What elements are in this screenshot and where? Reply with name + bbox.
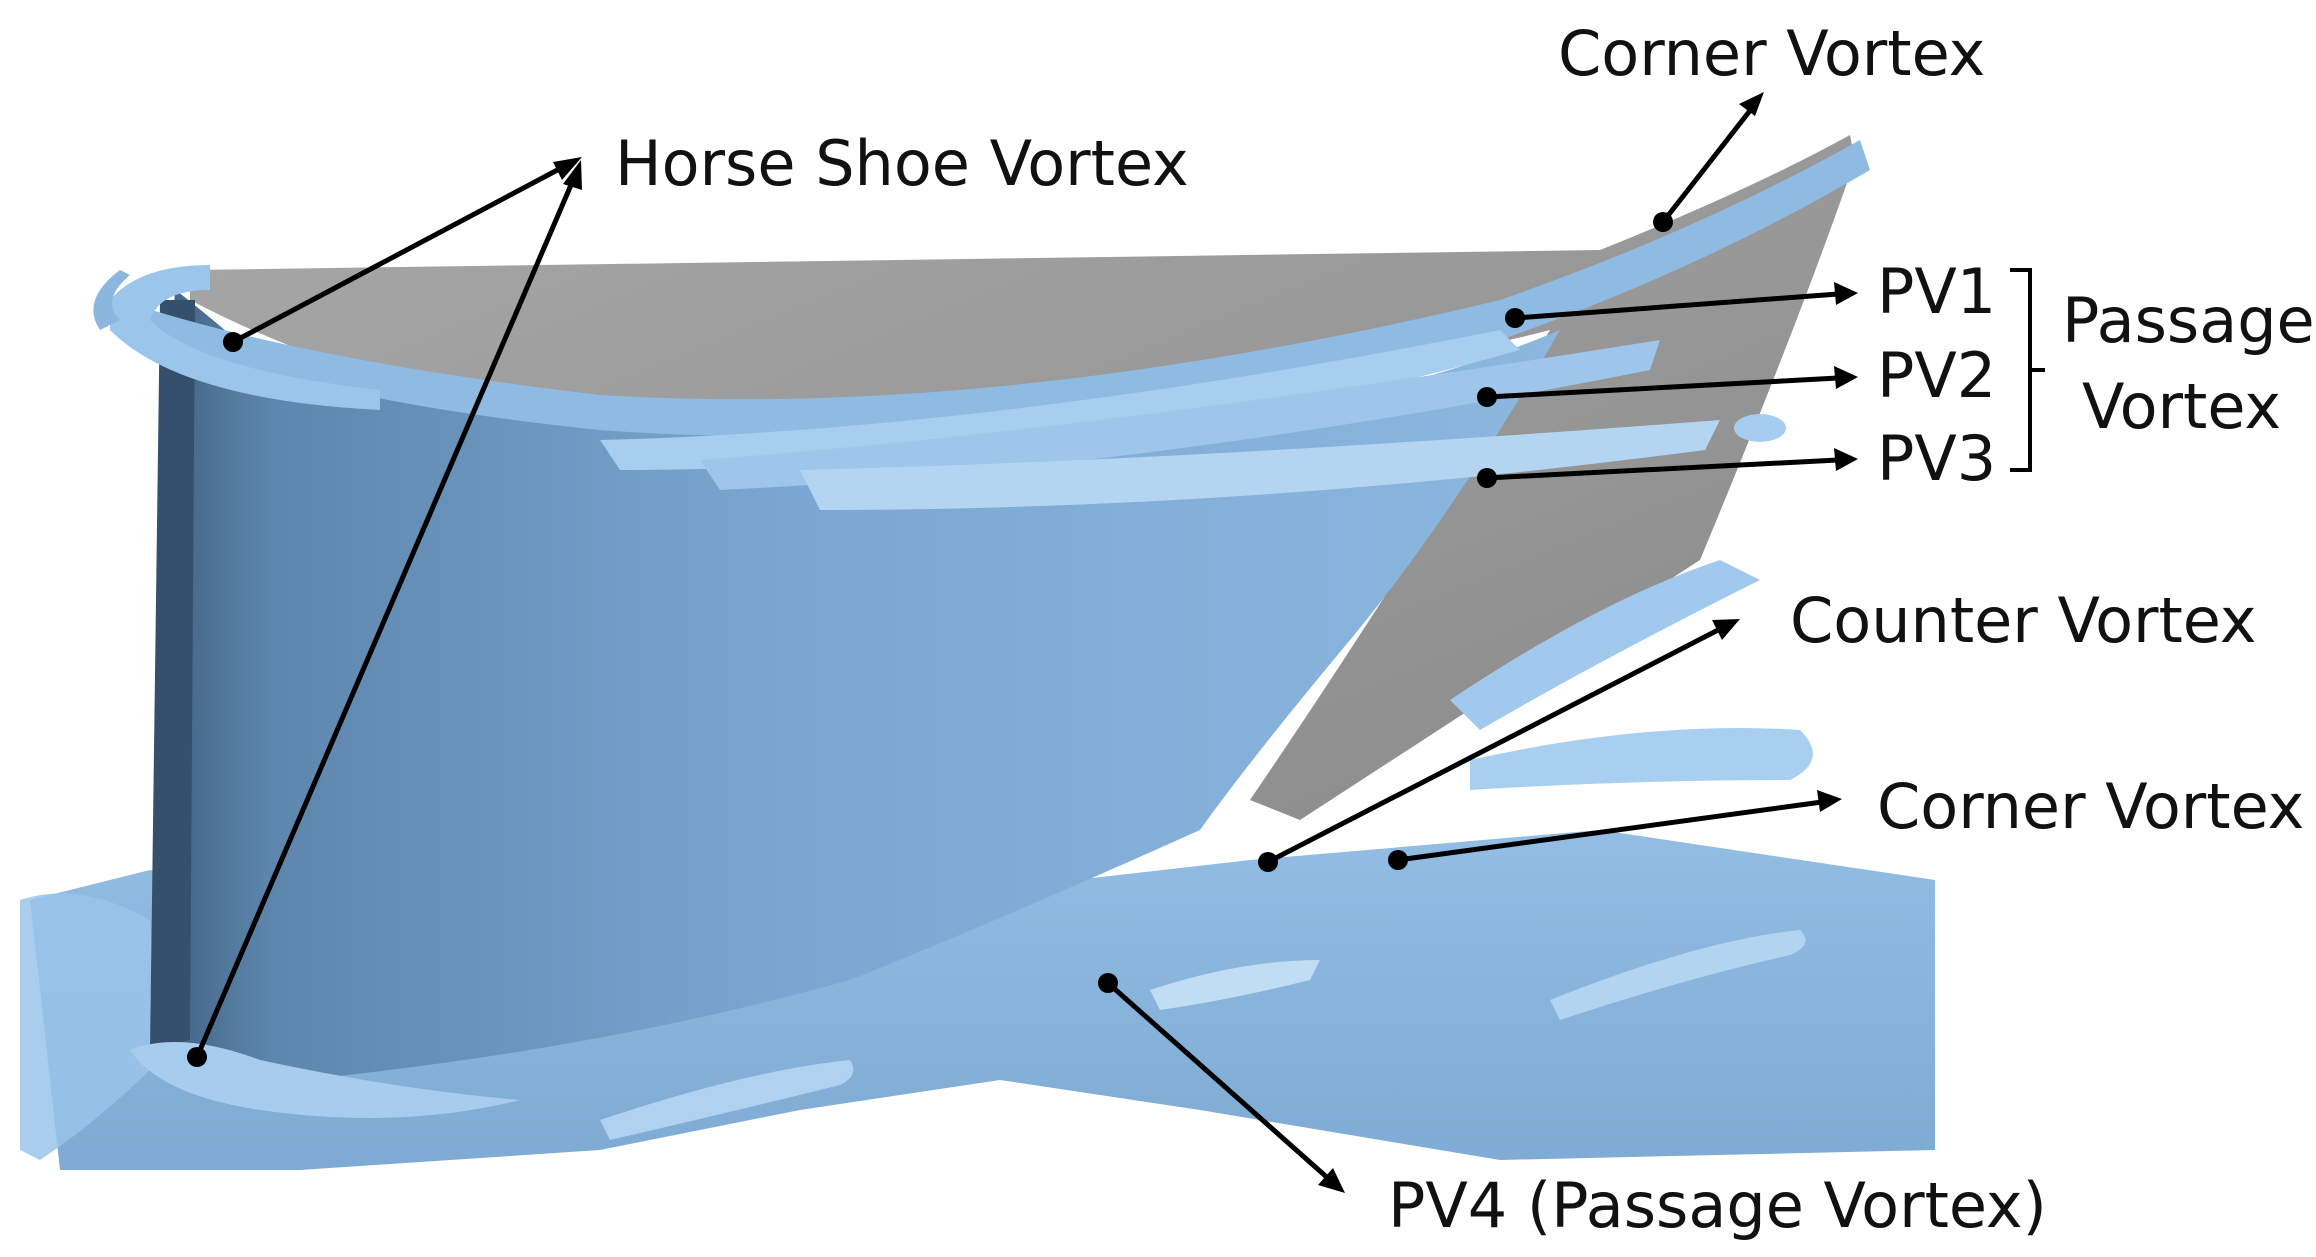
vortex-isosurface: [20, 135, 1935, 1170]
streak-3: [1150, 960, 1320, 1010]
dot-pv1: [1505, 308, 1525, 328]
dot-pv3: [1477, 468, 1497, 488]
dot-corner-bottom: [1388, 850, 1408, 870]
arrow-corner-top: [1661, 106, 1754, 224]
dot-corner-top: [1653, 212, 1673, 232]
vortex-tube-pv2: [700, 340, 1660, 490]
arrowhead-horseshoe-lower: [563, 160, 582, 190]
label-pv1: PV1: [1877, 255, 1996, 328]
streak-1: [1550, 930, 1806, 1020]
arrow-counter: [1266, 625, 1724, 865]
arrow-horseshoe-upper: [231, 163, 567, 345]
arrowhead-horseshoe-upper: [553, 157, 582, 180]
arrowhead-counter: [1712, 619, 1740, 640]
vortex-leg: [1450, 560, 1760, 730]
label-pv3: PV3: [1877, 422, 1996, 495]
label-counter-vortex: Counter Vortex: [1790, 584, 2257, 657]
label-pv4: PV4 (Passage Vortex): [1388, 1169, 2047, 1242]
label-corner-vortex-top: Corner Vortex: [1558, 17, 1985, 90]
label-pv2: PV2: [1877, 339, 1996, 412]
arrow-pv4: [1106, 981, 1332, 1182]
label-corner-vortex-bottom: Corner Vortex: [1877, 770, 2304, 843]
arrow-corner-bottom: [1397, 799, 1823, 863]
blade-leading-edge: [150, 300, 195, 1050]
endwall-surface: [30, 830, 1935, 1170]
blade-tip-surface: [190, 135, 1855, 820]
passage-vortex-bracket: [2010, 268, 2045, 472]
arrowhead-pv2: [1834, 366, 1858, 389]
vortex-tube-pv1: [600, 330, 1520, 470]
top-splash: [93, 270, 130, 330]
label-layer: Horse Shoe Vortex Corner Vortex PV1 PV2 …: [615, 17, 2315, 1242]
arrowhead-pv3: [1834, 448, 1858, 471]
endwall-splash-left: [20, 893, 160, 1160]
arrowhead-pv4: [1318, 1168, 1345, 1193]
label-horse-shoe-vortex: Horse Shoe Vortex: [615, 127, 1189, 200]
dot-horseshoe-lower: [187, 1047, 207, 1067]
label-passage-group-line1: Passage: [2062, 284, 2315, 357]
horseshoe-bottom: [130, 1042, 520, 1118]
arrow-horseshoe-lower: [194, 177, 577, 1058]
dot-pv4: [1098, 973, 1118, 993]
arrow-pv1: [1514, 291, 1839, 321]
dot-pv2: [1477, 387, 1497, 407]
annotation-layer: [187, 92, 2045, 1193]
dot-horseshoe-upper: [223, 332, 243, 352]
streak-2: [600, 1060, 854, 1140]
label-passage-group-line2: Vortex: [2082, 370, 2281, 443]
arrowhead-corner-bottom: [1817, 790, 1842, 812]
horseshoe-curl: [110, 265, 380, 410]
dot-counter: [1258, 852, 1278, 872]
vortex-arm-right: [1470, 728, 1813, 790]
arrow-pv2: [1486, 375, 1839, 400]
vortex-tube-pv3: [800, 420, 1720, 510]
arrowhead-pv1: [1834, 282, 1858, 305]
arrow-pv3: [1486, 457, 1839, 481]
arrowhead-corner-top: [1739, 92, 1764, 116]
vortex-blob-small: [1734, 414, 1786, 442]
